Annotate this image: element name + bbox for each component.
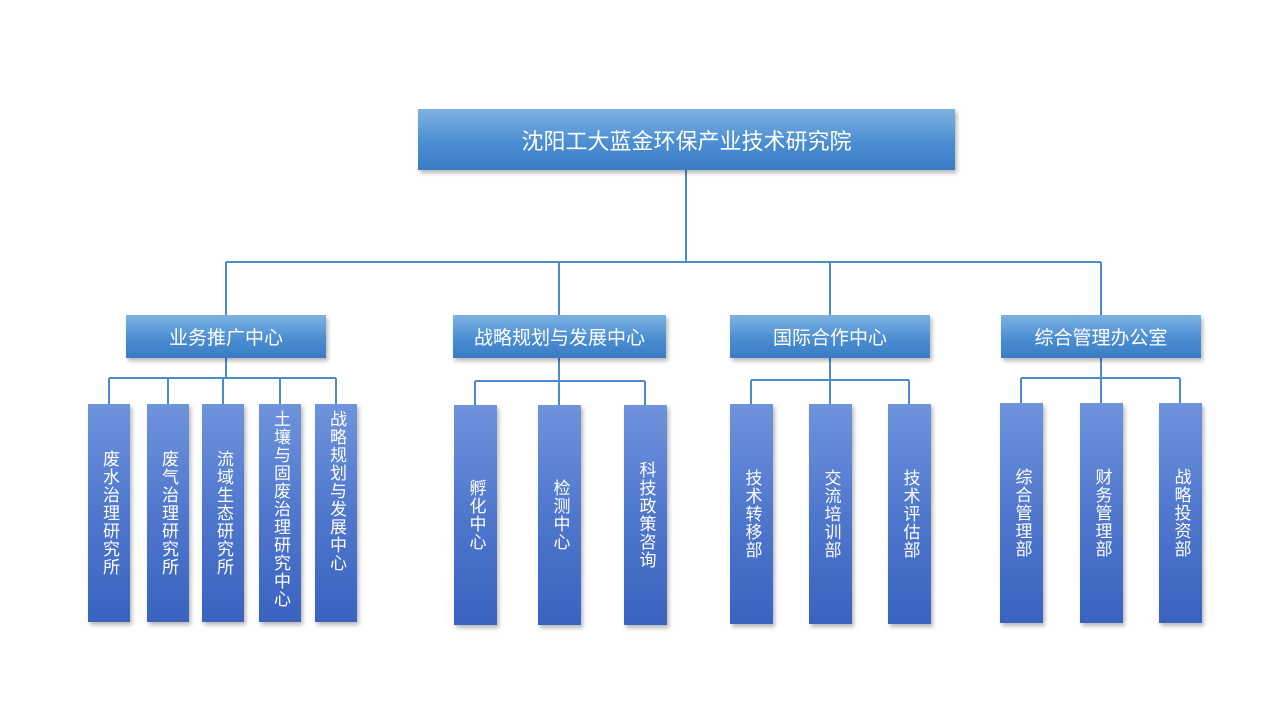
- unit-node: 技术评估部: [888, 404, 931, 624]
- root-node: 沈阳工大蓝金环保产业技术研究院: [418, 109, 955, 170]
- unit-label: 流域生态研究所: [213, 450, 233, 576]
- unit-node: 废气治理研究所: [147, 404, 189, 622]
- branch-node-1: 业务推广中心: [126, 315, 326, 358]
- root-label: 沈阳工大蓝金环保产业技术研究院: [521, 129, 852, 155]
- unit-node: 土壤与固废治理研究中心: [259, 404, 301, 622]
- unit-node: 财务管理部: [1080, 403, 1123, 623]
- branch-label: 国际合作中心: [772, 327, 887, 349]
- unit-label: 交流培训部: [820, 469, 841, 559]
- unit-label: 孵化中心: [465, 479, 486, 551]
- unit-node: 技术转移部: [730, 404, 773, 624]
- unit-node: 综合管理部: [1000, 403, 1043, 623]
- unit-label: 技术评估部: [899, 469, 920, 559]
- unit-label: 战略投资部: [1170, 468, 1191, 558]
- unit-node: 流域生态研究所: [202, 404, 244, 622]
- unit-label: 科技政策咨询: [635, 461, 656, 569]
- unit-label: 检测中心: [549, 479, 570, 551]
- unit-node: 废水治理研究所: [88, 404, 130, 622]
- unit-label: 综合管理部: [1011, 468, 1032, 558]
- branch-label: 战略规划与发展中心: [473, 327, 645, 349]
- unit-label: 技术转移部: [741, 469, 762, 559]
- unit-node: 科技政策咨询: [624, 405, 667, 625]
- unit-node: 孵化中心: [454, 405, 497, 625]
- unit-label: 战略规划与发展中心: [326, 410, 346, 572]
- unit-label: 废水治理研究所: [99, 450, 119, 576]
- unit-label: 废气治理研究所: [158, 450, 178, 576]
- branch-node-4: 综合管理办公室: [1001, 315, 1201, 358]
- unit-node: 战略投资部: [1159, 403, 1202, 623]
- branch-label: 综合管理办公室: [1034, 327, 1168, 349]
- unit-label: 土壤与固废治理研究中心: [270, 410, 290, 608]
- branch-node-2: 战略规划与发展中心: [453, 315, 666, 358]
- unit-node: 交流培训部: [809, 404, 852, 624]
- unit-node: 战略规划与发展中心: [315, 404, 357, 622]
- unit-label: 财务管理部: [1091, 468, 1112, 558]
- branch-label: 业务推广中心: [168, 327, 283, 349]
- unit-node: 检测中心: [538, 405, 581, 625]
- branch-node-3: 国际合作中心: [730, 315, 930, 358]
